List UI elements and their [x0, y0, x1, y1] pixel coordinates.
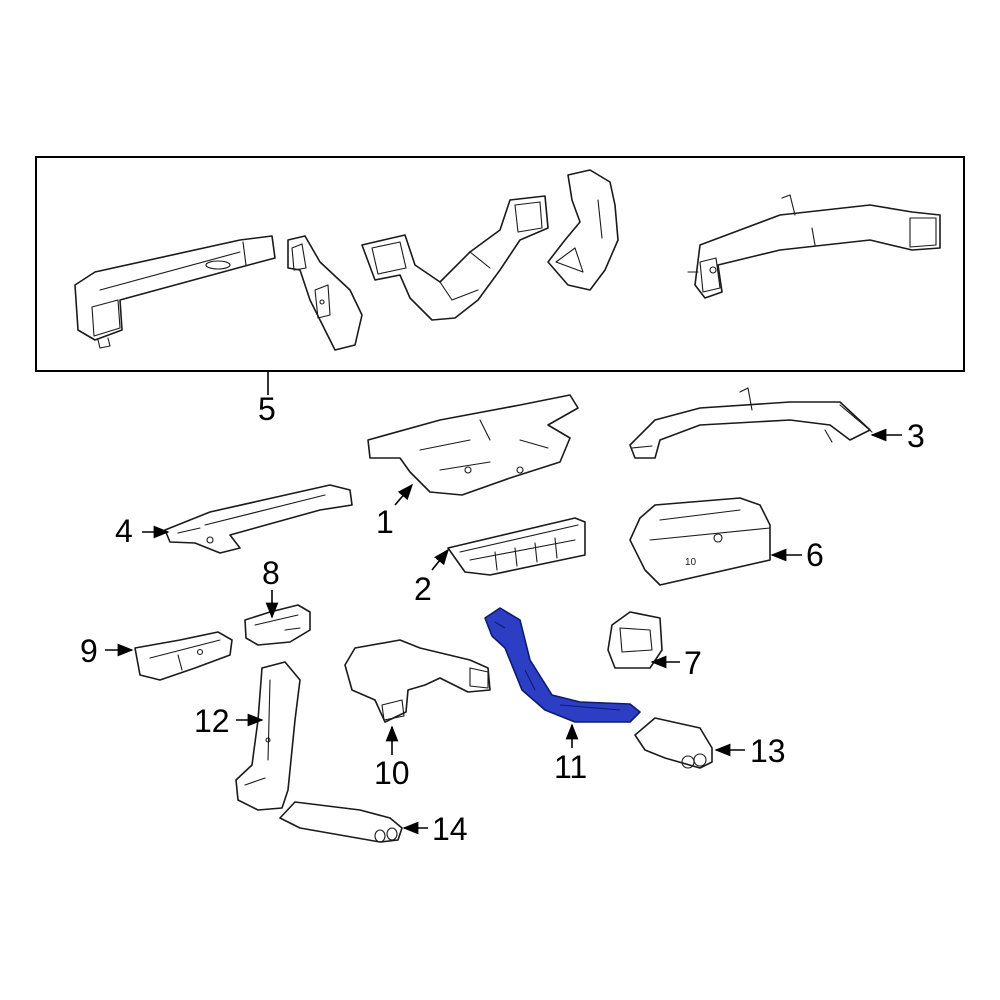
part-11-duct-highlighted[interactable]	[484, 607, 641, 723]
part-9-bracket[interactable]	[134, 631, 233, 681]
callout-9: 9	[80, 633, 98, 669]
callout-10: 10	[374, 755, 410, 791]
callout-12: 12	[194, 703, 230, 739]
duct-5a[interactable]	[74, 235, 276, 349]
callout-2: 2	[414, 571, 432, 607]
part-2-tray[interactable]	[447, 517, 586, 576]
callout-7: 7	[684, 645, 702, 681]
duct-5e[interactable]	[687, 194, 941, 299]
callout-14: 14	[432, 811, 468, 847]
callout-6: 6	[806, 537, 824, 573]
part-13-duct[interactable]	[634, 717, 713, 769]
leader-1	[394, 483, 414, 506]
duct-5d[interactable]	[547, 169, 619, 291]
part-6-housing[interactable]: 10	[629, 497, 771, 586]
callout-1: 1	[376, 504, 394, 540]
callout-3: 3	[907, 418, 925, 454]
part-3-duct[interactable]	[629, 387, 873, 459]
part-4-duct[interactable]	[164, 484, 353, 554]
callout-13: 13	[750, 733, 786, 769]
part-10-duct[interactable]	[344, 639, 491, 723]
callout-8: 8	[262, 555, 280, 591]
part-14-duct[interactable]	[279, 801, 403, 843]
part-7-box[interactable]	[607, 611, 663, 669]
part-12-duct[interactable]	[235, 661, 301, 811]
callout-11: 11	[554, 749, 587, 785]
duct-5c[interactable]	[361, 195, 549, 321]
callout-5: 5	[258, 391, 276, 427]
duct-5b[interactable]	[287, 235, 363, 351]
callout-4: 4	[115, 513, 133, 549]
leader-2	[431, 548, 449, 571]
part-8-elbow[interactable]	[244, 604, 311, 646]
part-1-bracket[interactable]	[367, 394, 579, 496]
part-6-stamp: 10	[685, 557, 697, 568]
assembly-5-frame	[35, 156, 965, 372]
